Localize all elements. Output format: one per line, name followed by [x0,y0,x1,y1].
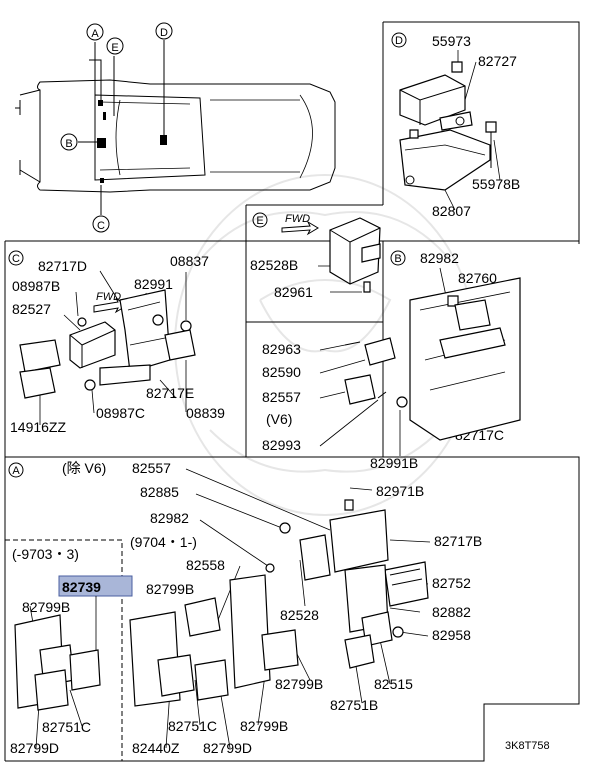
bracket-82717B [329,509,389,573]
label-55973: 55973 [432,33,471,49]
label-82717D: 82717D [38,258,87,274]
label-82557: 82557 [262,389,301,405]
label-82590: 82590 [262,364,301,380]
label-82961: 82961 [274,284,313,300]
relay-82557 [344,374,376,405]
label-82727: 82727 [478,53,517,69]
label-82760: 82760 [458,270,497,286]
relay-82528B [329,217,381,285]
label-82440Z: 82440Z [132,740,180,756]
label-55978B: 55978B [472,176,520,192]
label-08837: 08837 [170,253,209,269]
label-82739-highlighted: 82739 [62,579,101,595]
vehicle-outline [15,79,336,193]
diagram-code: 3K8T758 [505,740,550,752]
section-frames [4,21,580,762]
relay-82751B [344,634,375,669]
label-82993: 82993 [262,437,301,453]
label-82528: 82528 [280,607,319,623]
label-82799D-left: 82799D [10,740,59,756]
callout-B-vehicle: B [65,138,72,150]
callout-A: A [12,465,20,477]
section-B: B 82982 82760 82963 82590 82557 (V6) 829… [262,250,521,471]
relay-82752 [384,561,429,607]
label-82799D-a: 82799D [203,740,252,756]
relay-82760 [454,299,491,331]
callout-D: D [395,35,403,47]
relay-82590 [364,337,396,366]
label-08987C: 08987C [96,405,145,421]
label-08839: 08839 [186,405,225,421]
label-82799B-c: 82799B [240,718,288,734]
label-08987B: 08987B [12,278,60,294]
relay-82558 [184,597,221,637]
bracket-82807 [399,129,491,191]
callout-B: B [394,253,401,265]
label-82558: 82558 [186,557,225,573]
callout-D-vehicle: D [160,27,168,39]
label-82958: 82958 [432,627,471,643]
label-82751C-left: 82751C [42,719,91,735]
module-82727 [399,74,466,126]
panel-82717C [409,277,521,441]
label-82963: 82963 [262,341,301,357]
label-82717E: 82717E [146,385,194,401]
bracket-82717E [99,364,151,386]
label-82527: 82527 [12,301,51,317]
label-82799B-b: 82799B [275,676,323,692]
highlight-box [58,575,133,597]
note-excluding-v6: (除 V6) [62,460,106,476]
label-82799B-a: 82799B [146,581,194,597]
label-82991: 82991 [134,276,173,292]
label-82752: 82752 [432,575,471,591]
label-82528B: 82528B [250,257,298,273]
label-82557-a: 82557 [132,460,171,476]
label-82882: 82882 [432,604,471,620]
section-D: D 55973 82727 55978B 82807 [391,32,520,219]
label-82971B: 82971B [376,483,424,499]
callout-E: E [256,215,263,227]
label-82717B: 82717B [434,533,482,549]
relay-82527 [69,321,116,369]
label-v6-note: (V6) [266,411,292,427]
label-82982: 82982 [420,250,459,266]
date-note-1: (9704・1-) [130,534,197,550]
callout-E-vehicle: E [111,42,118,54]
label-82807: 82807 [432,203,471,219]
fwd-arrow-C: FWD [96,291,121,303]
fwd-arrow-E: FWD [285,213,310,225]
callout-C-vehicle: C [97,220,105,232]
vehicle-callouts: A E D B C [60,22,173,233]
callout-A-vehicle: A [91,28,99,40]
relay-82528 [299,534,331,581]
section-E: E FWD 82528B 82961 [250,212,381,300]
label-82751B: 82751B [330,697,378,713]
label-82515: 82515 [374,676,413,692]
section-C: C 82717D 08837 08987B 82991 82527 82717E… [8,250,225,435]
part-14916ZZ [19,367,56,399]
bracket-82717D [119,289,171,373]
callout-C: C [12,253,20,265]
label-82751C-a: 82751C [168,718,217,734]
label-14916ZZ: 14916ZZ [10,419,66,435]
section-A: A (除 V6) 82557 82885 82971B 82982 (9704・… [8,460,482,756]
label-82991B: 82991B [370,455,418,471]
nut-part [451,61,463,73]
date-note-2: (-9703・3) [12,546,79,562]
label-82799B-left: 82799B [22,599,70,615]
label-82885: 82885 [140,484,179,500]
label-82982-a: 82982 [150,510,189,526]
